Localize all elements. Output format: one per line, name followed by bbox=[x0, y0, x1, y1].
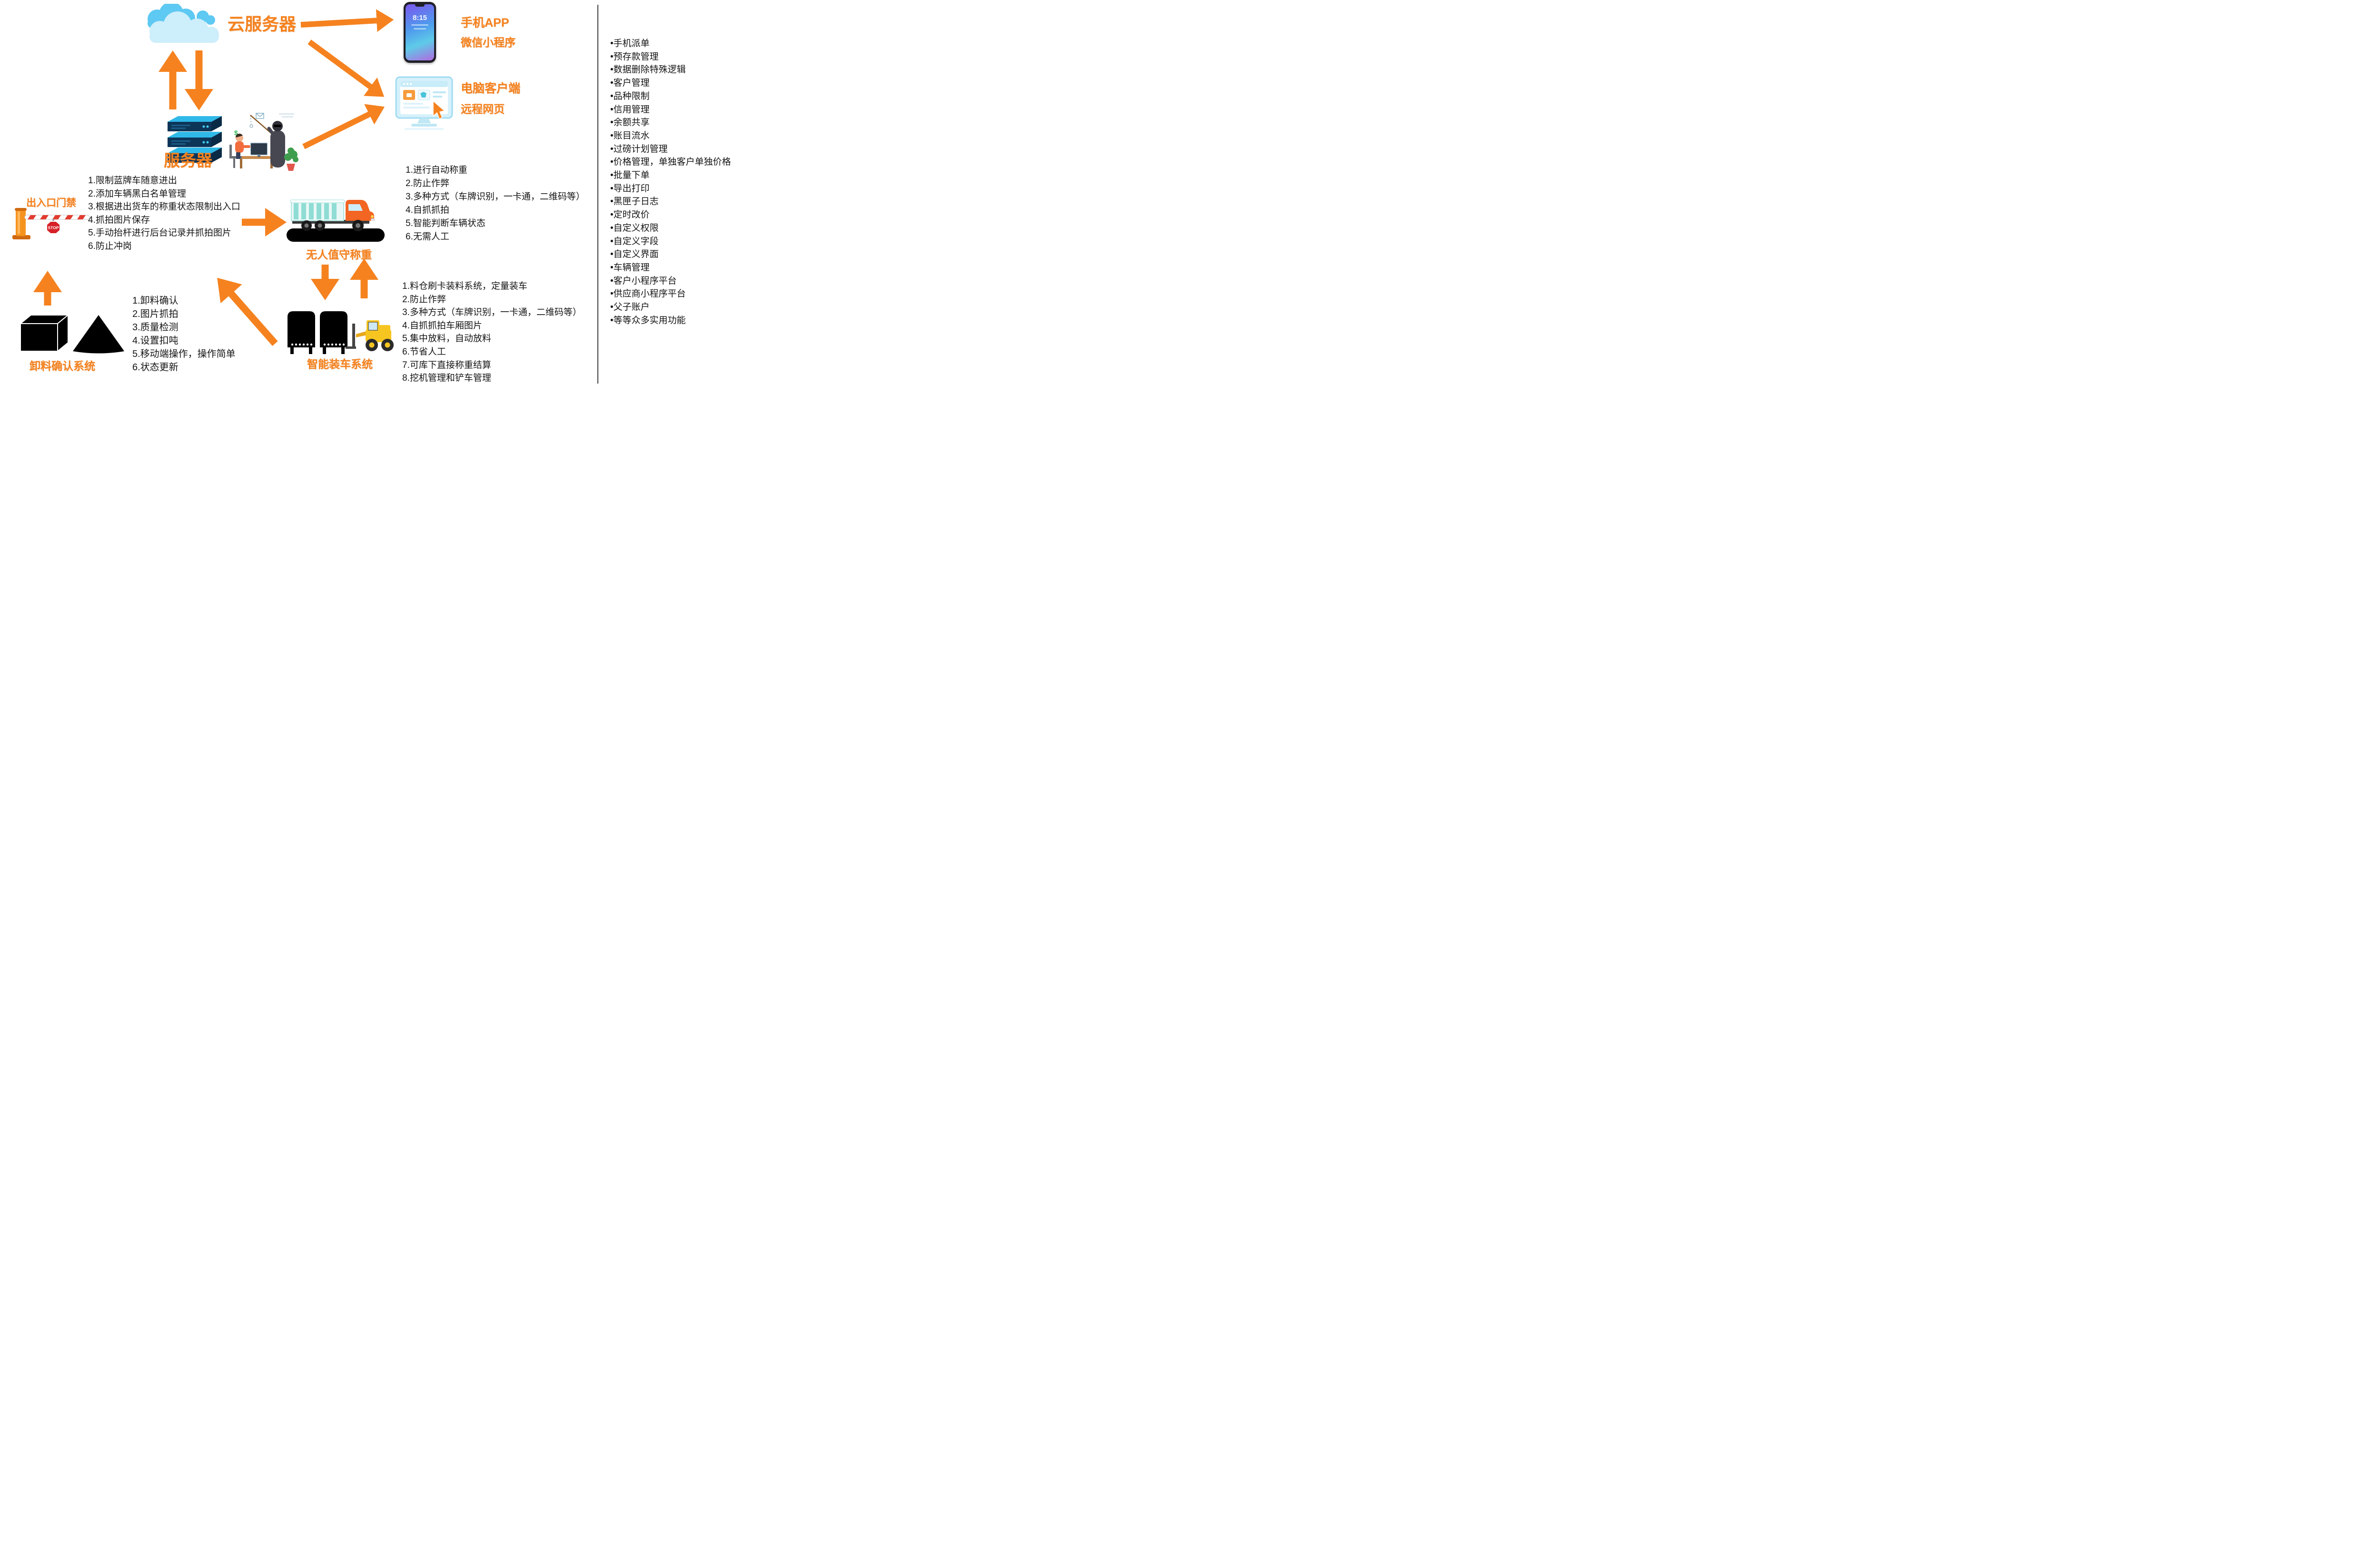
unloading-feature-item: 3.质量检测 bbox=[132, 322, 178, 333]
cursor-icon bbox=[433, 100, 446, 120]
unloading-feature-item: 2.图片抓拍 bbox=[132, 309, 178, 319]
remote-web-label: 远程网页 bbox=[461, 103, 505, 115]
gate-feature-item: 5.手动抬杆进行后台记录并抓拍图片 bbox=[88, 228, 231, 238]
global-feature-item: •价格管理，单独客户单独价格 bbox=[610, 157, 731, 168]
weighing-feature-item: 6.无需人工 bbox=[406, 232, 449, 242]
global-feature-item: •余额共享 bbox=[610, 118, 650, 128]
diagram-canvas: 云服务器 8:15 手机APP 微信小程序 电脑客户端 远程网页 bbox=[0, 0, 736, 387]
global-feature-item: •过磅计划管理 bbox=[610, 144, 668, 154]
global-feature-item: •导出打印 bbox=[610, 183, 650, 194]
gate-feature-item: 4.抓拍图片保存 bbox=[88, 215, 150, 225]
phone-text-bar bbox=[414, 28, 426, 30]
loader-icon bbox=[346, 320, 394, 351]
global-feature-item: •客户管理 bbox=[610, 78, 650, 89]
unloading-feature-item: 4.设置扣吨 bbox=[132, 335, 178, 346]
loading-title: 智能装车系统 bbox=[307, 358, 373, 370]
loading-feature-item: 2.防止作弊 bbox=[402, 294, 446, 305]
global-feature-item: •账目流水 bbox=[610, 130, 650, 141]
plant-leaves-icon bbox=[284, 148, 298, 162]
unloading-feature-list: 1.卸料确认 2.图片抓拍 3.质量检测 4.设置扣吨 5.移动端操作，操作简单 6.状态… bbox=[132, 294, 236, 374]
weighing-feature-item: 2.防止作弊 bbox=[406, 178, 449, 188]
monitor-icon bbox=[395, 76, 453, 130]
global-feature-item: •黑匣子日志 bbox=[610, 197, 659, 207]
unloading-feature-item: 6.状态更新 bbox=[132, 362, 178, 373]
global-feature-item: •批量下单 bbox=[610, 170, 650, 181]
global-feature-item: •客户小程序平台 bbox=[610, 276, 677, 286]
gate-feature-item: 6.防止冲岗 bbox=[88, 241, 132, 251]
silo-loader-icon bbox=[288, 311, 394, 354]
plant-pot-icon bbox=[287, 164, 295, 171]
gate-feature-item: 2.添加车辆黑白名单管理 bbox=[88, 188, 186, 199]
loading-feature-item: 3.多种方式（车牌识别，一卡通，二维码等） bbox=[402, 307, 582, 318]
arrow-cloud-to-phone bbox=[300, 9, 394, 32]
arrow-cloud-to-computer bbox=[307, 39, 385, 97]
cloud-server-label: 云服务器 bbox=[228, 14, 297, 34]
weighbridge-platform bbox=[287, 228, 385, 242]
global-feature-item: •自定义权限 bbox=[610, 223, 659, 233]
weighing-feature-item: 3.多种方式（车牌识别，一卡通，二维码等） bbox=[406, 192, 585, 202]
global-feature-item: •父子账户 bbox=[610, 302, 650, 313]
unloading-feature-item: 5.移动端操作，操作简单 bbox=[132, 349, 236, 359]
server-label: 服务器 bbox=[164, 152, 212, 170]
barrier-gate-icon: STOP bbox=[12, 208, 90, 239]
cloud-icon bbox=[148, 4, 219, 43]
phone-screen: 8:15 bbox=[406, 4, 434, 60]
weighing-feature-item: 1.进行自动称重 bbox=[406, 165, 467, 175]
phone-notch bbox=[415, 4, 425, 7]
global-feature-item: •自定义字段 bbox=[610, 236, 659, 247]
wechat-miniprogram-label: 微信小程序 bbox=[461, 36, 516, 49]
loading-feature-list: 1.料仓刷卡装料系统，定量装车 2.防止作弊 3.多种方式（车牌识别，一卡通，二维码… bbox=[402, 280, 582, 385]
gate-feature-item: 1.限制蓝牌车随意进出 bbox=[88, 176, 177, 186]
loading-feature-item: 7.可库下直接称重结算 bbox=[402, 360, 491, 370]
cube-cone-icon bbox=[19, 314, 124, 354]
loading-feature-item: 5.集中放料，自动放料 bbox=[402, 334, 491, 344]
cone-icon bbox=[73, 315, 124, 354]
sunglasses-icon bbox=[274, 125, 281, 127]
weighing-title: 无人值守称重 bbox=[306, 248, 372, 261]
loading-feature-item: 8.挖机管理和铲车管理 bbox=[402, 373, 491, 384]
arrow-server-to-computer bbox=[302, 104, 385, 149]
global-feature-item: •等等众多实用功能 bbox=[610, 315, 686, 326]
global-feature-item: •自定义界面 bbox=[610, 249, 659, 260]
unloading-title: 卸料确认系统 bbox=[30, 360, 95, 372]
mobile-app-label: 手机APP bbox=[461, 16, 509, 30]
cube-icon bbox=[19, 314, 69, 353]
silo-icon bbox=[320, 311, 347, 354]
stop-sign: STOP bbox=[46, 221, 60, 234]
loading-feature-item: 1.料仓刷卡装料系统，定量装车 bbox=[402, 281, 527, 291]
weighing-feature-item: 4.自抓抓拍 bbox=[406, 205, 449, 215]
silo-icon bbox=[288, 311, 315, 354]
gate-feature-list: 1.限制蓝牌车随意进出 2.添加车辆黑白名单管理 3.根据进出货车的称重状态限制出入… bbox=[88, 174, 240, 253]
global-feature-item: •定时改价 bbox=[610, 210, 650, 220]
loading-feature-item: 6.节省人工 bbox=[402, 346, 446, 357]
vertical-divider bbox=[597, 5, 598, 384]
envelope-icon bbox=[256, 113, 264, 119]
global-feature-item: •手机派单 bbox=[610, 39, 650, 49]
global-feature-item: •预存款管理 bbox=[610, 51, 659, 62]
global-feature-item: •信用管理 bbox=[610, 104, 650, 115]
workers-illustration: $ bbox=[229, 113, 298, 171]
svg-text:STOP: STOP bbox=[48, 226, 59, 230]
truck-scale-icon bbox=[287, 199, 385, 242]
global-feature-list: •手机派单 •预存款管理 •数据删除特殊逻辑 •客户管理 •品种限制 •信用管理 •余额共享… bbox=[610, 37, 731, 327]
weighing-feature-list: 1.进行自动称重 2.防止作弊 3.多种方式（车牌识别，一卡通，二维码等） 4.自抓抓… bbox=[406, 164, 585, 244]
global-feature-item: •车辆管理 bbox=[610, 262, 650, 273]
pc-client-label: 电脑客户端 bbox=[461, 82, 521, 95]
weighing-feature-item: 5.智能判断车辆状态 bbox=[406, 218, 486, 228]
loading-feature-item: 4.自抓抓拍车厢图片 bbox=[402, 320, 482, 331]
global-feature-item: •供应商小程序平台 bbox=[610, 289, 686, 299]
flow-arrows bbox=[33, 9, 394, 346]
gate-feature-item: 3.根据进出货车的称重状态限制出入口 bbox=[88, 202, 240, 212]
arrow-loading-to-gate bbox=[217, 277, 278, 346]
phone-time: 8:15 bbox=[412, 14, 427, 22]
global-feature-item: •品种限制 bbox=[610, 91, 650, 101]
unloading-feature-item: 1.卸料确认 bbox=[132, 296, 178, 306]
global-feature-item: •数据删除特殊逻辑 bbox=[610, 65, 686, 75]
dollar-icon: $ bbox=[234, 129, 238, 137]
smartphone-icon: 8:15 bbox=[404, 2, 436, 63]
phone-text-bar bbox=[411, 24, 428, 26]
server-icon bbox=[168, 116, 222, 163]
gate-title: 出入口门禁 bbox=[26, 197, 76, 208]
